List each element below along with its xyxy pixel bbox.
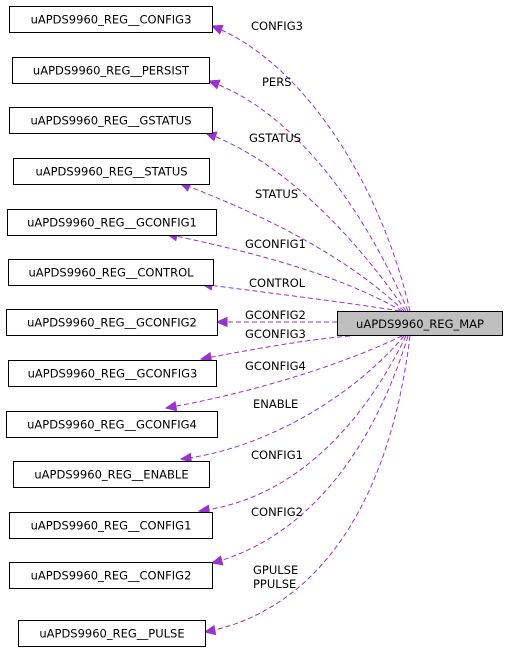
edge-label-ppulse: PPULSE bbox=[253, 577, 296, 591]
node-uapds9960-reg-status[interactable]: uAPDS9960_REG__STATUS bbox=[13, 158, 210, 185]
edge-label-gstatus: GSTATUS bbox=[249, 131, 301, 145]
edge-uapds9960-reg-status bbox=[179, 182, 405, 312]
arrowhead-uapds9960-reg-enable bbox=[179, 452, 193, 464]
node-label: uAPDS9960_REG__GCONFIG1 bbox=[27, 216, 197, 230]
root-node-label: uAPDS9960_REG_MAP bbox=[356, 317, 484, 331]
edge-label-enable: ENABLE bbox=[253, 397, 298, 411]
edge-uapds9960-reg-control bbox=[201, 283, 401, 312]
edge-uapds9960-reg-pulse bbox=[204, 335, 411, 633]
edge-uapds9960-reg-gconfig1 bbox=[166, 233, 403, 312]
node-label: uAPDS9960_REG__CONFIG1 bbox=[31, 519, 192, 533]
node-box bbox=[9, 562, 213, 589]
node-label: uAPDS9960_REG__CONTROL bbox=[28, 266, 194, 280]
node-uapds9960-reg-map[interactable]: uAPDS9960_REG_MAP bbox=[337, 311, 503, 336]
edge-label-gconfig2: GCONFIG2 bbox=[245, 308, 306, 322]
edge-label-config2: CONFIG2 bbox=[251, 505, 303, 519]
node-uapds9960-reg-gconfig1[interactable]: uAPDS9960_REG__GCONFIG1 bbox=[7, 209, 217, 236]
node-uapds9960-reg-gstatus[interactable]: uAPDS9960_REG__GSTATUS bbox=[9, 107, 213, 134]
node-box bbox=[13, 461, 210, 488]
node-label: uAPDS9960_REG__GCONFIG4 bbox=[27, 418, 197, 432]
edge-label-gconfig3: GCONFIG3 bbox=[245, 327, 306, 341]
node-box bbox=[6, 411, 218, 438]
node-layer: uAPDS9960_REG__CONFIG3 uAPDS9960_REG__PER… bbox=[6, 6, 218, 647]
edge-uapds9960-reg-config2 bbox=[211, 335, 409, 564]
node-uapds9960-reg-pulse[interactable]: uAPDS9960_REG__PULSE bbox=[18, 620, 206, 647]
node-uapds9960-reg-gconfig4[interactable]: uAPDS9960_REG__GCONFIG4 bbox=[6, 411, 218, 438]
node-label: uAPDS9960_REG__ENABLE bbox=[34, 468, 188, 482]
node-label: uAPDS9960_REG__CONFIG3 bbox=[31, 13, 192, 27]
node-uapds9960-reg-config1[interactable]: uAPDS9960_REG__CONFIG1 bbox=[9, 512, 213, 539]
node-box bbox=[13, 158, 210, 185]
node-label: uAPDS9960_REG__GSTATUS bbox=[31, 114, 192, 128]
node-uapds9960-reg-persist[interactable]: uAPDS9960_REG__PERSIST bbox=[12, 57, 210, 84]
edge-uapds9960-reg-config3 bbox=[211, 25, 411, 312]
node-label: uAPDS9960_REG__GCONFIG2 bbox=[27, 316, 197, 330]
edge-label-pers: PERS bbox=[262, 75, 292, 89]
node-label: uAPDS9960_REG__PULSE bbox=[39, 627, 184, 641]
node-uapds9960-reg-control[interactable]: uAPDS9960_REG__CONTROL bbox=[8, 259, 214, 286]
node-label: uAPDS9960_REG__PERSIST bbox=[33, 64, 190, 78]
edge-label-config3: CONFIG3 bbox=[251, 19, 303, 33]
node-box bbox=[7, 209, 217, 236]
arrowhead-uapds9960-reg-config2 bbox=[210, 555, 224, 566]
edge-label-status: STATUS bbox=[255, 187, 298, 201]
node-uapds9960-reg-config2[interactable]: uAPDS9960_REG__CONFIG2 bbox=[9, 562, 213, 589]
edge-uapds9960-reg-gstatus bbox=[205, 132, 407, 312]
arrowhead-uapds9960-reg-config3 bbox=[210, 24, 224, 35]
node-box bbox=[12, 57, 210, 84]
edge-label-config1: CONFIG1 bbox=[251, 448, 303, 462]
edge-label-gconfig1: GCONFIG1 bbox=[245, 237, 306, 251]
node-box bbox=[8, 259, 214, 286]
node-uapds9960-reg-enable[interactable]: uAPDS9960_REG__ENABLE bbox=[13, 461, 210, 488]
node-uapds9960-reg-gconfig2[interactable]: uAPDS9960_REG__GCONFIG2 bbox=[6, 309, 218, 336]
edge-label-gpulse: GPULSE bbox=[253, 563, 298, 577]
node-box bbox=[9, 512, 213, 539]
edge-uapds9960-reg-config1 bbox=[198, 335, 407, 512]
edge-uapds9960-reg-enable bbox=[180, 335, 405, 460]
node-box bbox=[9, 6, 213, 33]
edge-label-gconfig4: GCONFIG4 bbox=[245, 359, 306, 373]
node-box bbox=[8, 360, 217, 387]
edge-uapds9960-reg-gconfig3 bbox=[200, 335, 351, 360]
edge-label-control: CONTROL bbox=[249, 276, 306, 290]
edge-uapds9960-reg-gconfig4 bbox=[165, 335, 403, 409]
node-label: uAPDS9960_REG__CONFIG2 bbox=[31, 569, 192, 583]
node-box bbox=[9, 107, 213, 134]
node-uapds9960-reg-config3[interactable]: uAPDS9960_REG__CONFIG3 bbox=[9, 6, 213, 33]
node-uapds9960-reg-gconfig3[interactable]: uAPDS9960_REG__GCONFIG3 bbox=[8, 360, 217, 387]
arrowhead-uapds9960-reg-pulse bbox=[203, 624, 217, 636]
edge-uapds9960-reg-persist bbox=[208, 80, 409, 312]
arrowhead-uapds9960-reg-gconfig2 bbox=[215, 316, 228, 328]
root-node-box bbox=[337, 311, 503, 336]
root-node-group: uAPDS9960_REG_MAP bbox=[337, 311, 503, 336]
arrowhead-uapds9960-reg-gconfig4 bbox=[164, 400, 178, 412]
node-box bbox=[18, 620, 206, 647]
node-box bbox=[6, 309, 218, 336]
arrowhead-uapds9960-reg-persist bbox=[207, 79, 221, 90]
node-label: uAPDS9960_REG__GCONFIG3 bbox=[28, 367, 198, 381]
node-label: uAPDS9960_REG__STATUS bbox=[35, 165, 187, 179]
